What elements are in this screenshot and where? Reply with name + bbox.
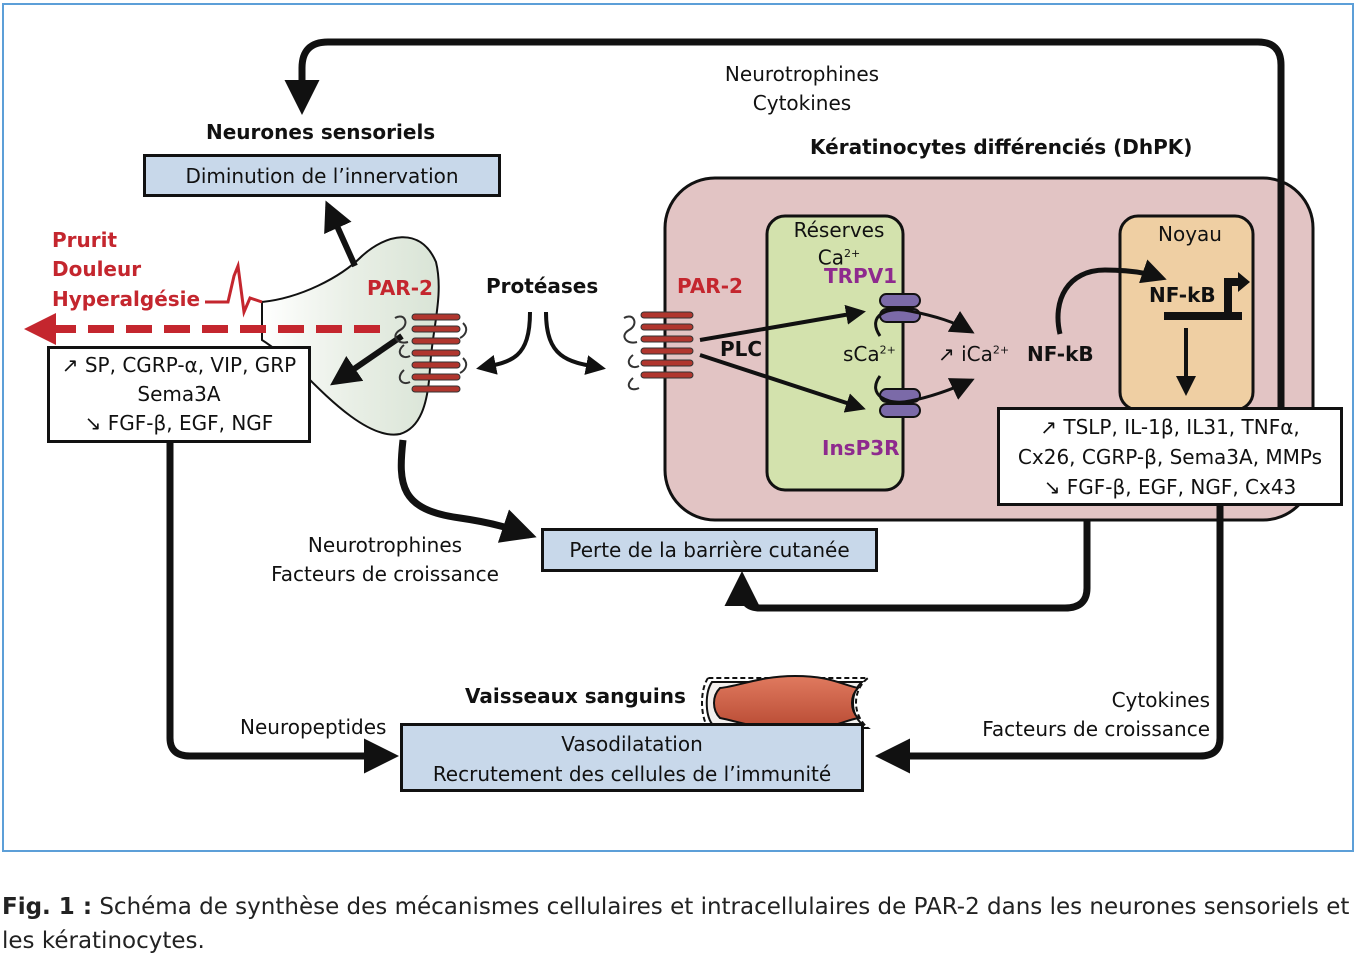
top-messenger-label: Neurotrophines Cytokines bbox=[692, 60, 912, 118]
symptom-hyperalgesie: Hyperalgésie bbox=[52, 287, 201, 311]
ica-label: ↗ iCa2+ bbox=[938, 340, 1009, 369]
cyto-growth-line-1: Cytokines bbox=[1111, 688, 1210, 712]
reserves-label: Réserves Ca2+ bbox=[767, 218, 911, 270]
innervation-box: Diminution de l’innervation bbox=[143, 154, 501, 197]
protease-arrow-right bbox=[544, 311, 606, 375]
nfkb-nucleus-label: NF-kB bbox=[1149, 283, 1216, 307]
kerat-mediators-line-1: ↗ TSLP, IL-1β, IL31, TNFα, bbox=[1040, 415, 1300, 439]
kerat-mediators-line-2: Cx26, CGRP-β, Sema3A, MMPs bbox=[1017, 445, 1323, 469]
sca-label: sCa2+ bbox=[843, 340, 896, 369]
arrow-to-innervation bbox=[324, 200, 358, 268]
messenger-line-2: Cytokines bbox=[752, 91, 852, 115]
symptom-douleur: Douleur bbox=[52, 257, 142, 281]
arrow-neuron-to-vaso bbox=[166, 442, 399, 774]
proteases-label: Protéases bbox=[486, 274, 599, 298]
par2-receptor-neuron bbox=[394, 313, 468, 393]
nucleus-label: Noyau bbox=[1158, 222, 1222, 246]
action-potential-trace bbox=[205, 260, 263, 318]
plc-label: PLC bbox=[720, 337, 763, 361]
sensory-neurons-title: Neurones sensoriels bbox=[206, 120, 436, 144]
barrier-text: Perte de la barrière cutanée bbox=[569, 538, 850, 562]
insp3r-label: InsP3R bbox=[822, 436, 900, 460]
messenger-line-1: Neurotrophines bbox=[724, 62, 880, 86]
vaso-line-2: Recrutement des cellules de l’immunité bbox=[432, 762, 832, 786]
kerat-mediators-line-3: ↘ FGF-β, EGF, NGF, Cx43 bbox=[1043, 475, 1297, 499]
reserves-ca-charge: 2+ bbox=[844, 247, 861, 260]
arrow-kerat-to-barrier bbox=[724, 520, 1091, 612]
neuron-mediators-sema: Sema3A bbox=[137, 382, 221, 406]
trpv1-label: TRPV1 bbox=[824, 264, 898, 288]
keratinocytes-title: Kératinocytes différenciés (DhPK) bbox=[810, 135, 1193, 159]
vaso-line-1: Vasodilatation bbox=[561, 732, 703, 756]
arrow-to-barrier bbox=[397, 439, 537, 543]
neuro-growth-line-1: Neurotrophines bbox=[307, 533, 463, 557]
blood-vessel-icon bbox=[701, 674, 871, 732]
ica-charge: 2+ bbox=[992, 343, 1010, 357]
ica-prefix: ↗ bbox=[938, 342, 955, 366]
nfkb-import-arrow bbox=[1055, 259, 1167, 335]
barrier-box: Perte de la barrière cutanée bbox=[541, 528, 878, 572]
par2-receptor-keratinocyte bbox=[623, 311, 694, 391]
figure-frame bbox=[2, 3, 1354, 852]
ica-text: iCa bbox=[961, 342, 993, 366]
neuron-mediators-box: ↗ SP, CGRP-α, VIP, GRP Sema3A ↘ FGF-β, E… bbox=[47, 346, 311, 443]
ca-flux-bottom bbox=[874, 375, 975, 404]
arrow-to-neuron-mediators bbox=[330, 333, 404, 386]
neuropeptides-label: Neuropeptides bbox=[240, 715, 387, 739]
cyto-growth-label: Cytokines Facteurs de croissance bbox=[950, 686, 1210, 744]
top-feedback-arrow bbox=[284, 38, 1285, 408]
symptom-prurit: Prurit bbox=[52, 228, 118, 252]
arrow-kerat-to-vaso bbox=[875, 505, 1224, 774]
nfkb-mid-label: NF-kB bbox=[1027, 342, 1094, 366]
protease-arrow-left bbox=[476, 311, 532, 375]
innervation-text: Diminution de l’innervation bbox=[185, 164, 459, 188]
figure-caption: Fig. 1 : Schéma de synthèse des mécanism… bbox=[2, 890, 1354, 958]
sca-charge: 2+ bbox=[879, 343, 896, 357]
vessels-label: Vaisseaux sanguins bbox=[465, 684, 686, 708]
par2-neuron-label: PAR-2 bbox=[367, 276, 433, 300]
neuron-mediators-up: ↗ SP, CGRP-α, VIP, GRP bbox=[61, 353, 297, 377]
promoter-symbol bbox=[1164, 278, 1242, 320]
calcium-reserves bbox=[765, 214, 905, 492]
vaso-box: Vasodilatation Recrutement des cellules … bbox=[400, 723, 864, 792]
neuro-growth-line-2: Facteurs de croissance bbox=[271, 562, 499, 586]
caption-label: Fig. 1 : bbox=[2, 894, 93, 920]
cyto-growth-line-2: Facteurs de croissance bbox=[982, 717, 1210, 741]
reserves-text: Réserves bbox=[793, 218, 885, 242]
caption-text: Schéma de synthèse des mécanismes cellul… bbox=[2, 894, 1350, 954]
plc-arrow-insp3r bbox=[699, 353, 866, 413]
ca-flux-top bbox=[874, 308, 975, 337]
kerat-mediators-box: ↗ TSLP, IL-1β, IL31, TNFα, Cx26, CGRP-β,… bbox=[997, 407, 1343, 506]
reserves-ca: Ca bbox=[817, 245, 844, 270]
neuron-mediators-down: ↘ FGF-β, EGF, NGF bbox=[84, 411, 274, 435]
par2-kerat-label: PAR-2 bbox=[677, 274, 743, 298]
plc-arrow-trpv1 bbox=[699, 304, 866, 342]
sca-text: sCa bbox=[843, 342, 880, 366]
neuro-growth-label: Neurotrophines Facteurs de croissance bbox=[250, 531, 520, 589]
